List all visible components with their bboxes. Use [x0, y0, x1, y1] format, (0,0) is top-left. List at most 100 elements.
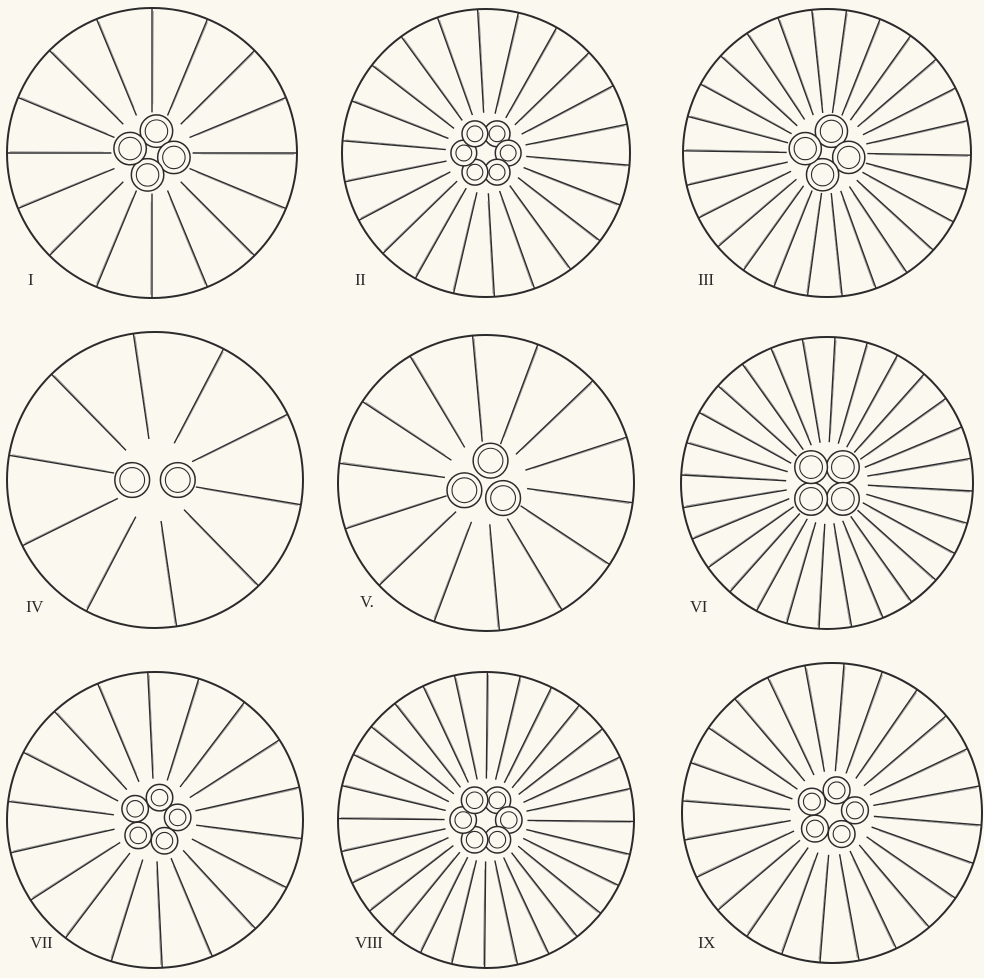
rib-shadow-line [413, 358, 462, 440]
rib-shadow-line [872, 429, 959, 465]
radial-rib [682, 801, 790, 810]
radial-rib [774, 190, 812, 286]
rib-shadow-line [187, 53, 253, 119]
radial-rib [97, 191, 137, 287]
radial-rib [873, 786, 979, 806]
fig-4-diatom [7, 332, 303, 628]
rib-shadow-line [531, 171, 617, 205]
radial-rib [522, 86, 614, 135]
rib-shadow-line [819, 863, 827, 960]
rib-shadow-line [384, 186, 451, 250]
radial-rib [345, 161, 447, 182]
fig-1-diatom [7, 8, 297, 298]
rib-shadow-line [111, 867, 140, 958]
figure-label-1: I [28, 270, 33, 290]
rib-shadow-line [747, 854, 802, 934]
rib-shadow-line [135, 336, 149, 431]
rib-shadow-line [773, 350, 809, 437]
rib-shadow-line [841, 346, 867, 436]
radial-rib [820, 855, 829, 963]
radial-rib [22, 498, 117, 545]
radial-rib [8, 801, 114, 814]
radial-rib [856, 690, 917, 779]
radial-rib [831, 193, 842, 296]
rib-shadow-line [687, 821, 782, 838]
rib-shadow-line [710, 511, 787, 565]
rib-shadow-line [745, 366, 799, 443]
rib-shadow-line [200, 417, 286, 459]
radial-rib [473, 336, 483, 442]
rib-shadow-line [843, 199, 874, 286]
radial-rib [161, 521, 177, 626]
rib-shadow-line [173, 866, 210, 954]
rib-shadow-line [25, 501, 111, 543]
rib-shadow-line [534, 126, 625, 144]
radial-rib [868, 485, 973, 491]
radial-rib [190, 169, 286, 209]
rib-shadow-line [361, 175, 443, 218]
radial-rib [778, 18, 813, 115]
rib-shadow-line [686, 800, 783, 808]
radial-rib [832, 10, 846, 113]
rib-shadow-line [879, 831, 970, 864]
rib-shadow-line [100, 686, 137, 774]
radial-rib [148, 672, 153, 778]
rib-shadow-line [54, 375, 121, 444]
radial-rib [866, 163, 966, 189]
rib-shadow-line [874, 497, 964, 523]
rib-shadow-line [348, 497, 439, 526]
radial-rib [343, 141, 446, 150]
radial-rib [867, 837, 956, 898]
radial-rib [342, 786, 446, 811]
radial-rib [372, 65, 454, 128]
rib-shadow-line [686, 490, 779, 505]
rib-shadow-line [474, 338, 482, 433]
radial-rib [54, 711, 126, 789]
radial-rib [359, 172, 451, 221]
rib-shadow-line [12, 455, 106, 471]
radial-rib [708, 507, 794, 568]
radial-rib [860, 398, 946, 459]
rib-shadow-line [867, 401, 944, 455]
rib-shadow-line [490, 532, 498, 627]
rib-shadow-line [873, 842, 953, 897]
radial-rib [167, 679, 199, 781]
radial-rib [171, 858, 212, 956]
radial-rib [526, 830, 630, 855]
rib-shadow-line [702, 413, 784, 459]
rib-shadow-line [881, 788, 976, 805]
radial-rib [819, 524, 825, 629]
central-lobe [122, 796, 149, 823]
rib-shadow-line [694, 501, 781, 537]
rib-shadow-line [496, 868, 516, 961]
radial-rib [454, 192, 477, 293]
figure-label-5: V. [360, 592, 373, 612]
radial-rib [507, 519, 562, 610]
radial-rib [454, 675, 477, 779]
radial-rib [66, 853, 130, 938]
radial-rib [181, 182, 255, 256]
radial-rib [345, 496, 446, 529]
rib-shadow-line [416, 195, 462, 276]
radial-rib [527, 489, 633, 503]
radial-rib [870, 749, 968, 795]
rib-shadow-line [171, 22, 207, 108]
radial-rib [515, 53, 589, 125]
rib-shadow-line [434, 529, 468, 618]
radial-rib [501, 344, 538, 444]
radial-rib [180, 702, 244, 787]
radial-rib [807, 193, 821, 296]
rib-shadow-line [853, 194, 904, 271]
radial-rib [872, 827, 974, 863]
radial-rib [196, 825, 302, 838]
rib-shadow-line [856, 39, 910, 114]
central-lobe [802, 815, 829, 842]
rib-shadow-line [831, 340, 837, 434]
radial-rib [410, 356, 465, 447]
rib-shadow-line [757, 525, 803, 607]
rib-shadow-line [874, 123, 964, 143]
rib-shadow-line [342, 462, 437, 475]
rib-shadow-line [846, 22, 881, 108]
